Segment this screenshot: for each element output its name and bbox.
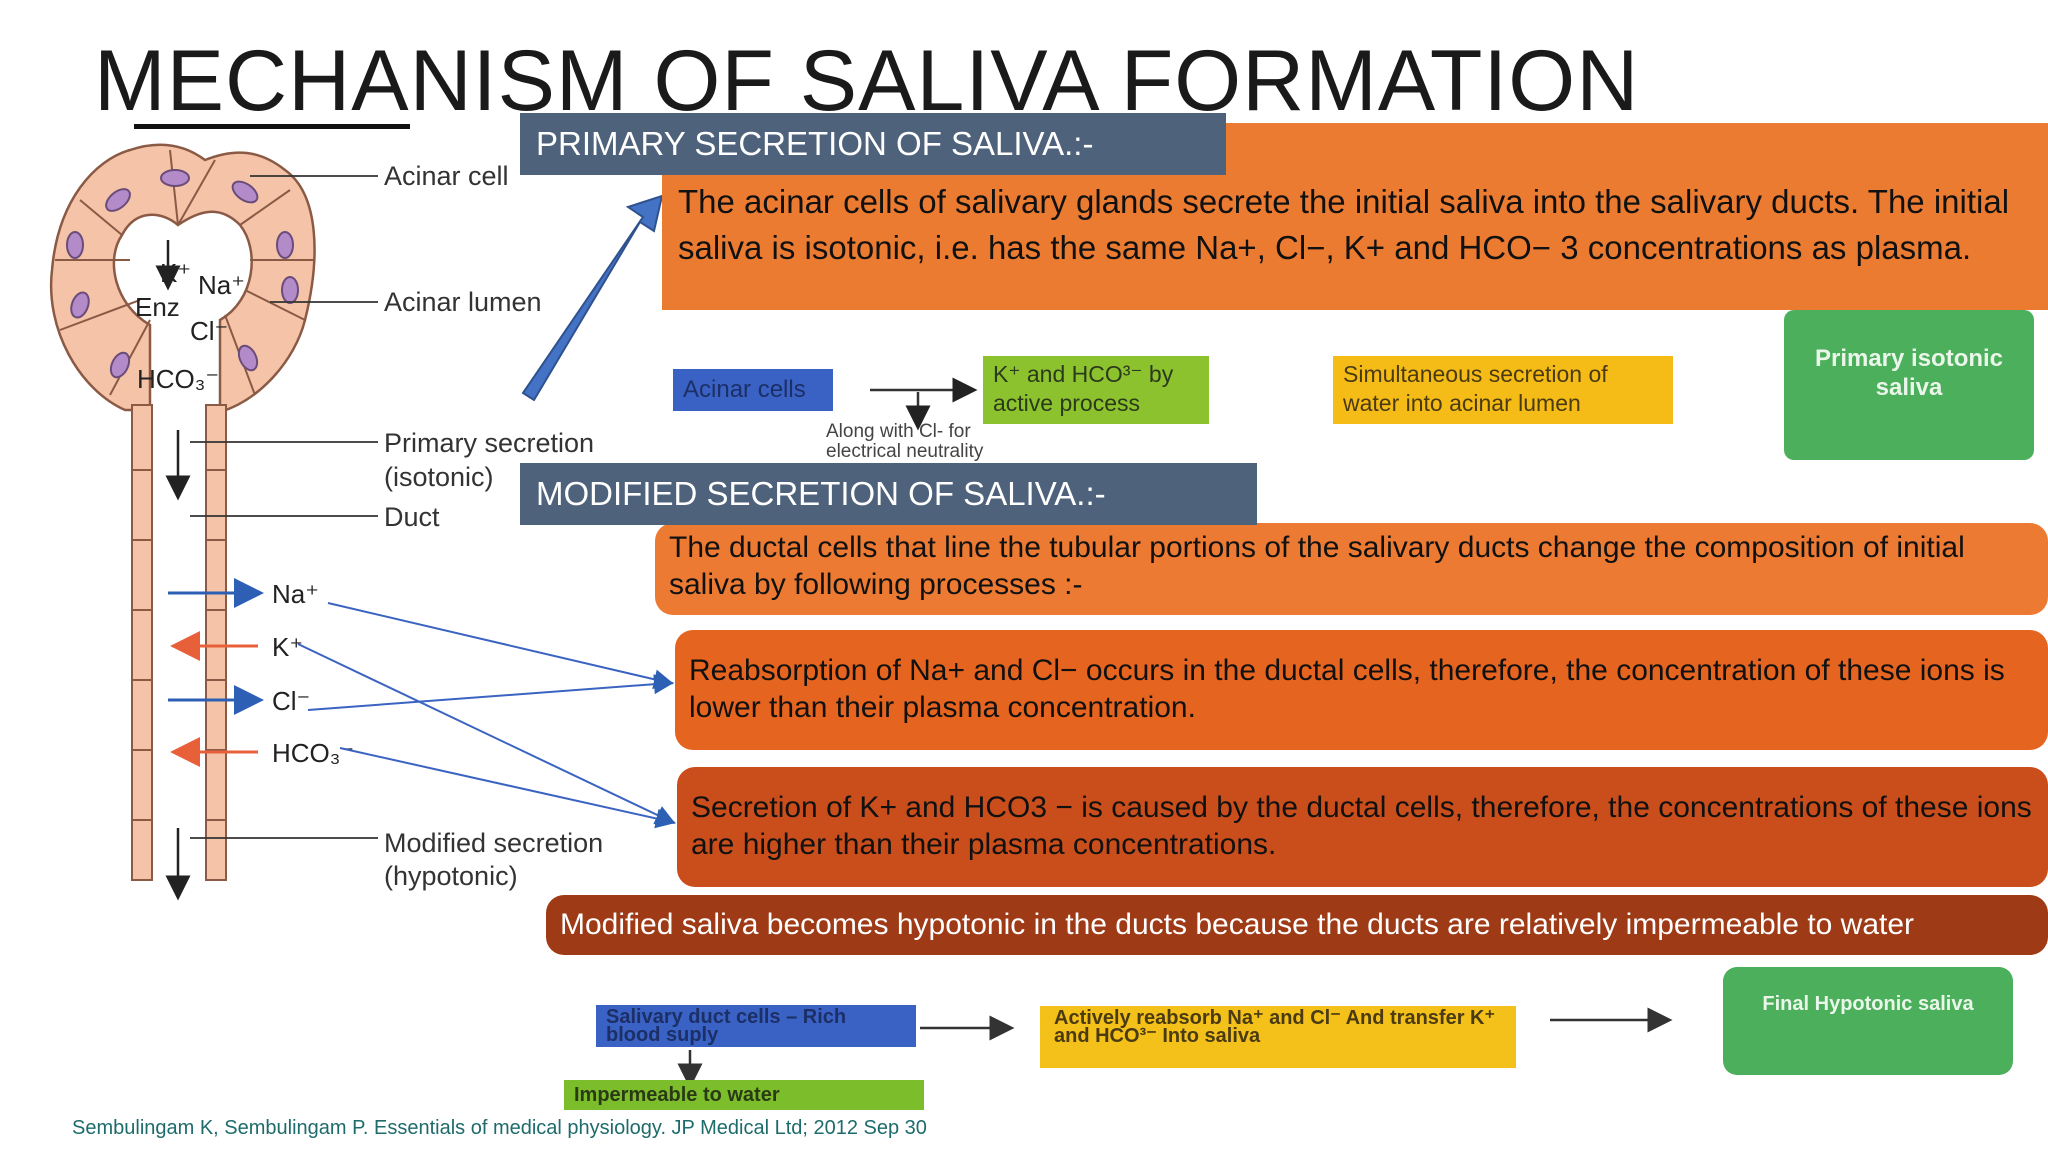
modified-secretion-header: MODIFIED SECRETION OF SALIVA.:- xyxy=(520,463,1257,525)
label-isotonic: (isotonic) xyxy=(384,462,494,492)
flow-khco-active: K⁺ and HCO³⁻ by active process xyxy=(983,356,1209,424)
hypotonic-text: Modified saliva becomes hypotonic in the… xyxy=(546,895,2048,955)
duct-ion-hco3: HCO₃⁻ xyxy=(272,738,354,768)
label-primary-secretion: Primary secretion xyxy=(384,428,594,458)
slide-title: MECHANISM OF SALIVA FORMATION xyxy=(94,33,1640,129)
label-acinar-lumen: Acinar lumen xyxy=(384,287,542,317)
flow-impermeable: Impermeable to water xyxy=(564,1080,924,1110)
big-blue-arrow xyxy=(521,194,664,402)
leader-lines xyxy=(190,175,378,839)
flow-duct-cells: Salivary duct cells – Rich blood suply xyxy=(596,1005,916,1047)
modified-intro-text: The ductal cells that line the tubular p… xyxy=(655,523,2048,615)
ion-na: Na⁺ xyxy=(198,270,245,300)
ion-enz: Enz xyxy=(135,292,180,322)
flow-acinar-cells: Acinar cells xyxy=(673,369,833,411)
saliva-gland-diagram: K⁺ Na⁺ Enz Cl⁻ HCO₃⁻ Acinar cell Acinar … xyxy=(49,143,978,901)
acinus-cells xyxy=(49,143,316,414)
flow-active-reabsorb: Actively reabsorb Na⁺ and Cl⁻ And transf… xyxy=(1040,1006,1516,1068)
title-underline xyxy=(134,124,410,129)
label-acinar-cell: Acinar cell xyxy=(384,161,509,191)
duct-ion-na: Na⁺ xyxy=(272,579,319,609)
secretion-text: Secretion of K+ and HCO3 − is caused by … xyxy=(677,767,2048,887)
flow-final-hypotonic: Final Hypotonic saliva xyxy=(1723,967,2013,1075)
flow-electrical-note: Along with Cl- for electrical neutrality xyxy=(826,422,984,462)
primary-secretion-text: The acinar cells of salivary glands secr… xyxy=(662,123,2048,310)
label-hypotonic: (hypotonic) xyxy=(384,861,518,891)
primary-secretion-header: PRIMARY SECRETION OF SALIVA.:- xyxy=(520,113,1226,175)
flow-water-secretion: Simultaneous secretion of water into aci… xyxy=(1333,356,1673,424)
flow-primary-isotonic: Primary isotonic saliva xyxy=(1784,310,2034,460)
label-duct: Duct xyxy=(384,502,440,532)
citation: Sembulingam K, Sembulingam P. Essentials… xyxy=(72,1117,927,1139)
flow-arrows-primary xyxy=(870,377,978,431)
duct-tube xyxy=(131,404,227,881)
duct-ion-k: K⁺ xyxy=(272,632,303,662)
connector-lines xyxy=(297,602,676,829)
ion-cl: Cl⁻ xyxy=(190,316,228,346)
ion-k: K⁺ xyxy=(160,258,191,288)
ion-hco3: HCO₃⁻ xyxy=(137,364,219,394)
duct-ion-cl: Cl⁻ xyxy=(272,686,310,716)
reabsorption-text: Reabsorption of Na+ and Cl− occurs in th… xyxy=(675,630,2048,750)
label-modified-secretion: Modified secretion xyxy=(384,828,603,858)
cell-nuclei xyxy=(66,169,299,379)
